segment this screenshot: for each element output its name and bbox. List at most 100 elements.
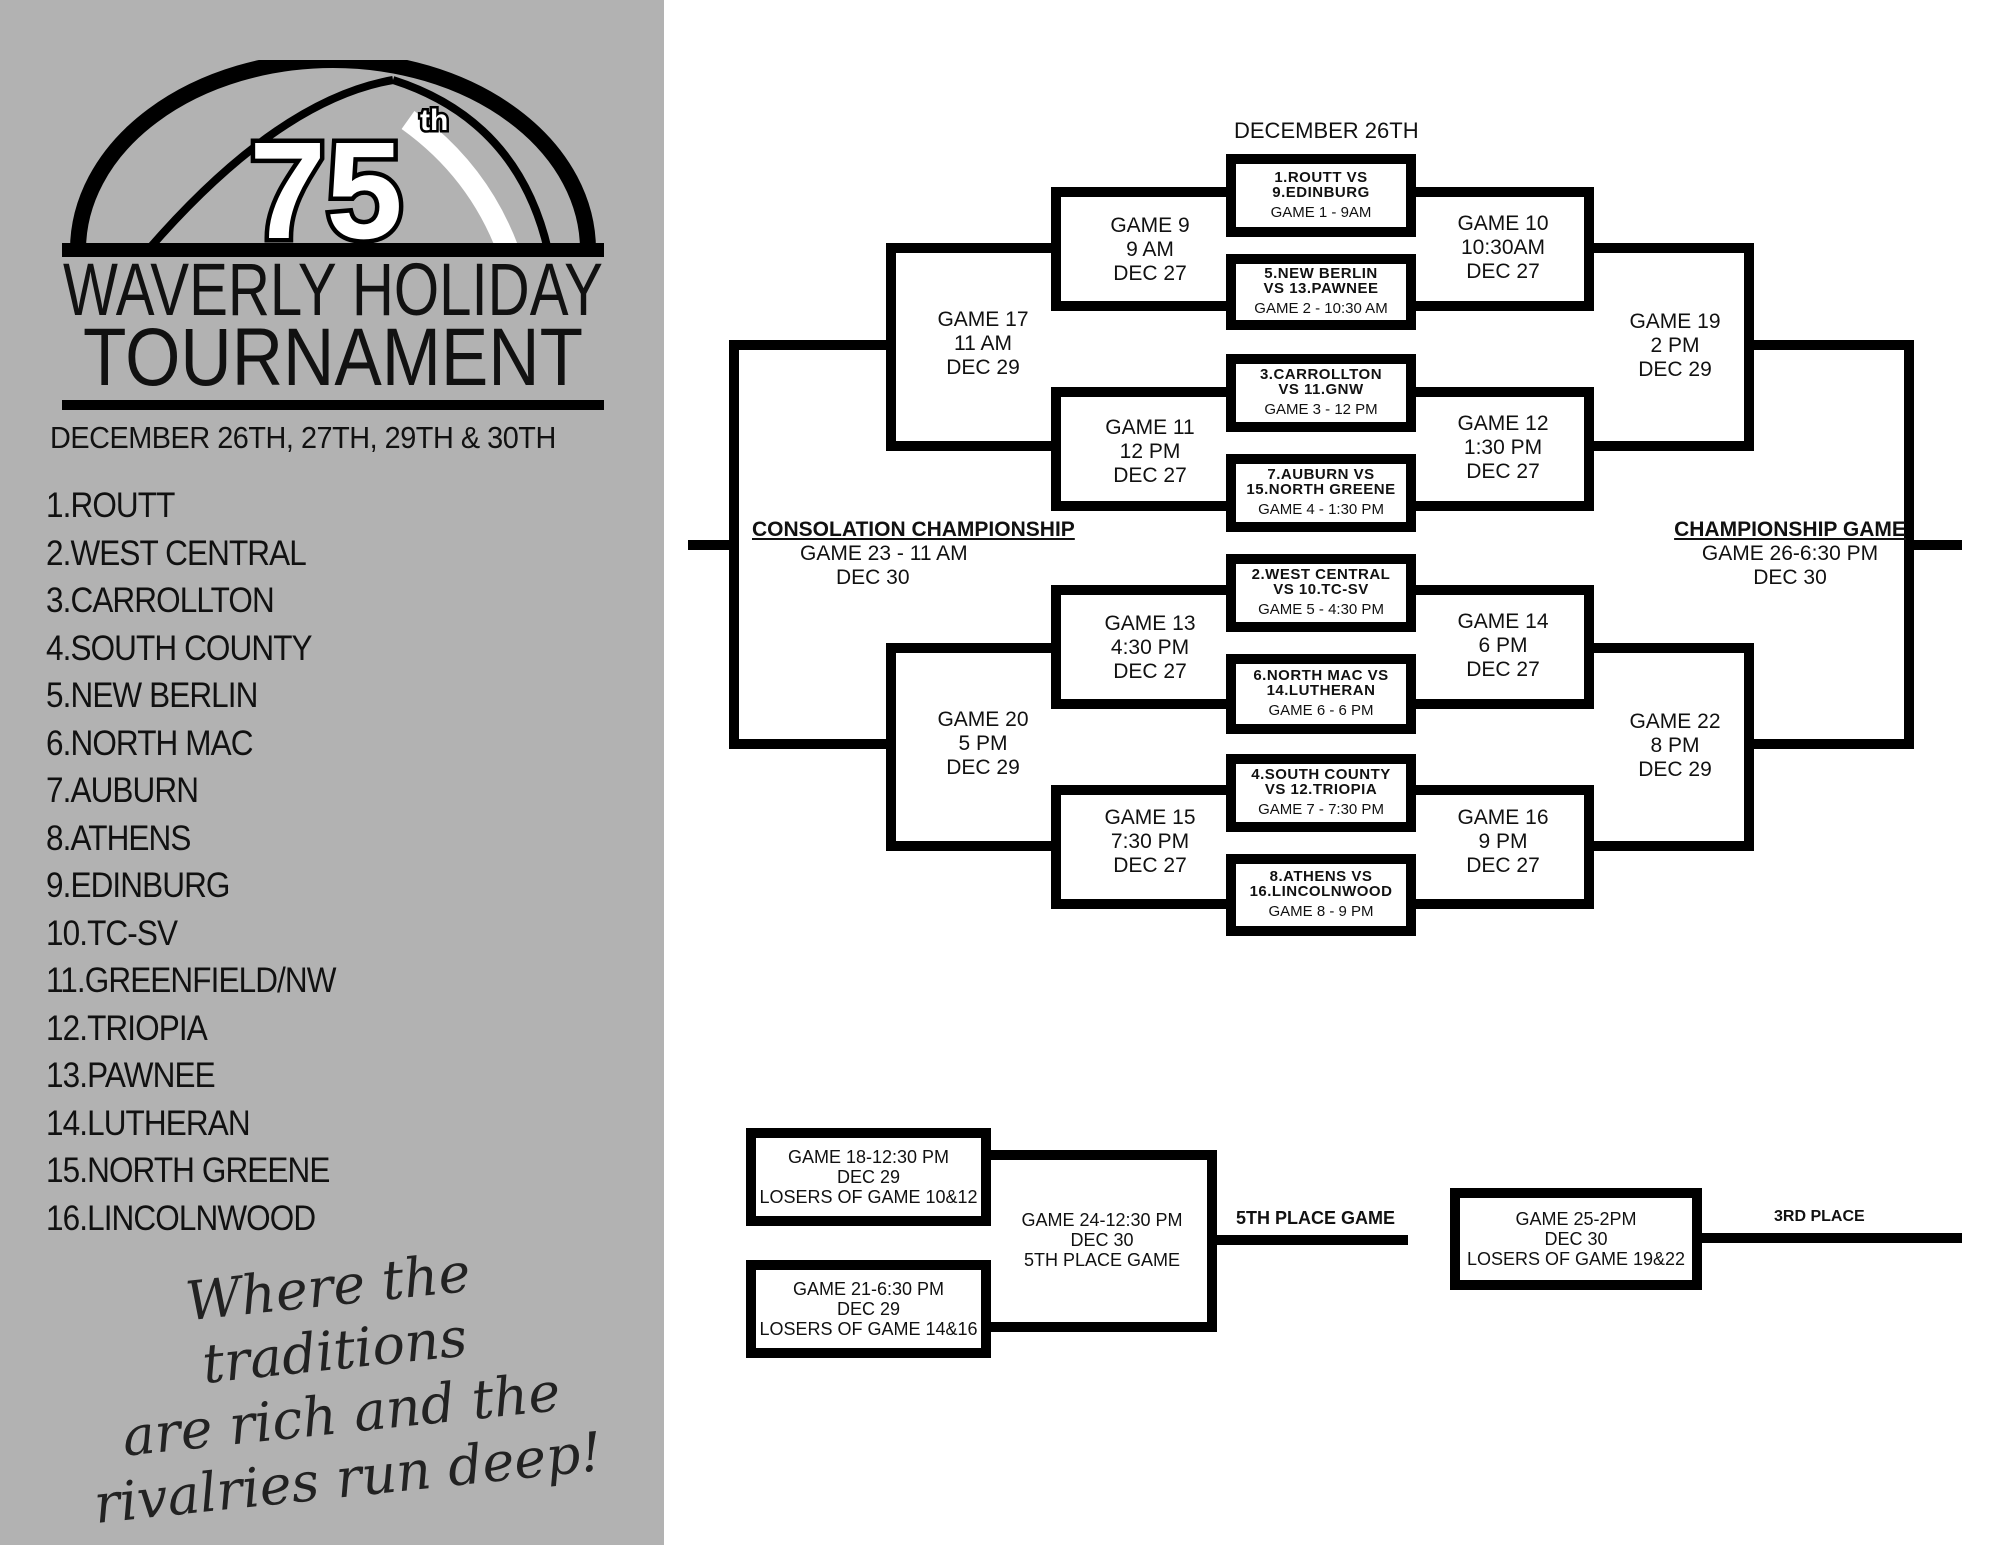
sidebar-panel: 75 th WAVERLY HOLIDAY TOURNAMENT DECEMBE… [0, 0, 664, 1545]
matchup-box: 3.CARROLLTON VS 11.GNW GAME 3 - 12 PM [1226, 354, 1416, 432]
consolation-day: DEC 30 [836, 566, 910, 589]
placement-line: GAME 18-12:30 PM [787, 1147, 950, 1167]
third-place-label: 3RD PLACE [1774, 1208, 1865, 1225]
game-time: 7:30 PM [1110, 830, 1190, 853]
tournament-dates: DECEMBER 26TH, 27TH, 29TH & 30TH [50, 420, 556, 455]
game-day: DEC 27 [1113, 660, 1187, 683]
matchup-box: 1.ROUTT VS 9.EDINBURG GAME 1 - 9AM [1226, 154, 1416, 237]
team-item: 14.LUTHERAN [46, 1103, 251, 1143]
game-time: 8 PM [1650, 734, 1700, 757]
matchup-line: 16.LINCOLNWOOD [1249, 883, 1393, 900]
game-label: GAME 12 1:30 PM DEC 27 [1436, 412, 1570, 484]
championship-day: DEC 30 [1753, 566, 1827, 589]
matchup-box: 7.AUBURN VS 15.NORTH GREENE GAME 4 - 1:3… [1226, 454, 1416, 532]
game-label: GAME 22 8 PM DEC 29 [1610, 710, 1740, 782]
matchup-line: 8.ATHENS VS [1269, 868, 1373, 885]
game-day: DEC 27 [1113, 464, 1187, 487]
game-label: GAME 10 10:30AM DEC 27 [1436, 212, 1570, 284]
game-time: 6 PM [1478, 634, 1528, 657]
anniversary-number: 75 [249, 114, 403, 268]
game-number: GAME 15 [1104, 806, 1196, 829]
game-number: GAME 16 [1457, 806, 1549, 829]
basketball-outline [70, 60, 596, 251]
game-day: DEC 27 [1466, 854, 1540, 877]
placement-box-game21: GAME 21-6:30 PM DEC 29 LOSERS OF GAME 14… [746, 1260, 991, 1358]
game-label: GAME 11 12 PM DEC 27 [1090, 416, 1210, 488]
game-number: GAME 9 [1110, 214, 1190, 237]
game-label: GAME 9 9 AM DEC 27 [1090, 214, 1210, 286]
matchup-line: 2.WEST CENTRAL [1251, 566, 1391, 583]
team-item: 4.SOUTH COUNTY [46, 628, 313, 668]
game-number: GAME 17 [937, 308, 1029, 331]
game-time: 1:30 PM [1463, 436, 1543, 459]
game-time: 2 PM [1650, 334, 1700, 357]
team-item: 11.GREENFIELD/NW [46, 961, 336, 1000]
team-item: 15.NORTH GREENE [46, 1151, 330, 1190]
placement-line: GAME 21-6:30 PM [792, 1279, 945, 1299]
team-item: 7.AUBURN [46, 771, 199, 810]
placement-line: DEC 29 [836, 1299, 901, 1319]
matchup-line: 6.NORTH MAC VS [1253, 667, 1389, 684]
placement-line: DEC 29 [836, 1167, 901, 1187]
game-day: DEC 27 [1466, 260, 1540, 283]
matchup-line: 14.LUTHERAN [1266, 682, 1376, 699]
game-number: GAME 11 [1105, 416, 1195, 439]
placement-box-game25: GAME 25-2PM DEC 30 LOSERS OF GAME 19&22 [1450, 1188, 1702, 1290]
game-label: GAME 20 5 PM DEC 29 [920, 708, 1046, 780]
matchup-box: 6.NORTH MAC VS 14.LUTHERAN GAME 6 - 6 PM [1226, 654, 1416, 734]
game-day: DEC 27 [1113, 262, 1187, 285]
game-label: GAME 16 9 PM DEC 27 [1436, 806, 1570, 878]
matchup-box: 5.NEW BERLIN VS 13.PAWNEE GAME 2 - 10:30… [1226, 254, 1416, 330]
matchup-time: GAME 5 - 4:30 PM [1258, 601, 1384, 618]
game-number: GAME 19 [1629, 310, 1721, 333]
first-round-header: DECEMBER 26TH [1234, 118, 1419, 143]
placement-line: GAME 24-12:30 PM [1021, 1210, 1183, 1230]
logo-title-line1: WAVERLY HOLIDAY [63, 248, 603, 331]
game-label: GAME 17 11 AM DEC 29 [920, 308, 1046, 380]
matchup-line: VS 12.TRIOPIA [1264, 781, 1378, 798]
matchup-line: 9.EDINBURG [1272, 183, 1370, 201]
matchup-time: GAME 2 - 10:30 AM [1254, 300, 1388, 317]
team-item: 2.WEST CENTRAL [46, 533, 307, 573]
game-number: GAME 14 [1457, 610, 1549, 633]
matchup-line: 15.NORTH GREENE [1246, 481, 1396, 498]
matchup-time: GAME 1 - 9AM [1270, 203, 1372, 221]
matchup-line: VS 11.GNW [1278, 381, 1364, 398]
game-number: GAME 22 [1629, 710, 1721, 733]
game-day: DEC 27 [1113, 854, 1187, 877]
placement-line: LOSERS OF GAME 14&16 [759, 1319, 978, 1339]
game-time: 4:30 PM [1110, 636, 1190, 659]
game-day: DEC 29 [946, 756, 1020, 779]
tournament-logo: 75 th WAVERLY HOLIDAY TOURNAMENT [62, 60, 604, 410]
game-day: DEC 29 [1638, 758, 1712, 781]
matchup-box: 8.ATHENS VS 16.LINCOLNWOOD GAME 8 - 9 PM [1226, 854, 1416, 936]
matchup-line: 4.SOUTH COUNTY [1251, 766, 1391, 783]
placement-line: LOSERS OF GAME 10&12 [759, 1187, 978, 1207]
matchup-time: GAME 6 - 6 PM [1268, 702, 1374, 719]
team-item: 1.ROUTT [46, 486, 175, 525]
game-number: GAME 13 [1104, 612, 1196, 635]
team-item: 13.PAWNEE [46, 1056, 216, 1095]
championship-game: GAME 26-6:30 PM [1701, 542, 1879, 565]
team-item: 5.NEW BERLIN [46, 676, 258, 715]
matchup-line: 3.CARROLLTON [1259, 366, 1383, 383]
game-day: DEC 29 [946, 356, 1020, 379]
game-day: DEC 27 [1466, 460, 1540, 483]
game-time: 12 PM [1119, 440, 1181, 463]
consolation-game: GAME 23 - 11 AM [800, 542, 968, 565]
team-item: 3.CARROLLTON [46, 581, 275, 620]
matchup-line: VS 10.TC-SV [1273, 581, 1369, 598]
team-list: 1.ROUTT 2.WEST CENTRAL 3.CARROLLTON 4.SO… [46, 482, 368, 1242]
game-label: GAME 19 2 PM DEC 29 [1610, 310, 1740, 382]
placement-line: LOSERS OF GAME 19&22 [1466, 1249, 1686, 1269]
team-item: 6.NORTH MAC [46, 723, 253, 763]
matchup-line: 5.NEW BERLIN [1264, 265, 1378, 282]
game-number: GAME 10 [1457, 212, 1549, 235]
matchup-time: GAME 7 - 7:30 PM [1258, 801, 1384, 818]
championship-label: CHAMPIONSHIP GAME GAME 26-6:30 PM DEC 30 [1670, 518, 1910, 590]
championship-title: CHAMPIONSHIP GAME [1674, 518, 1906, 541]
game-time: 10:30AM [1460, 236, 1546, 259]
team-item: 16.LINCOLNWOOD [46, 1198, 316, 1238]
anniversary-suffix: th [420, 104, 448, 137]
